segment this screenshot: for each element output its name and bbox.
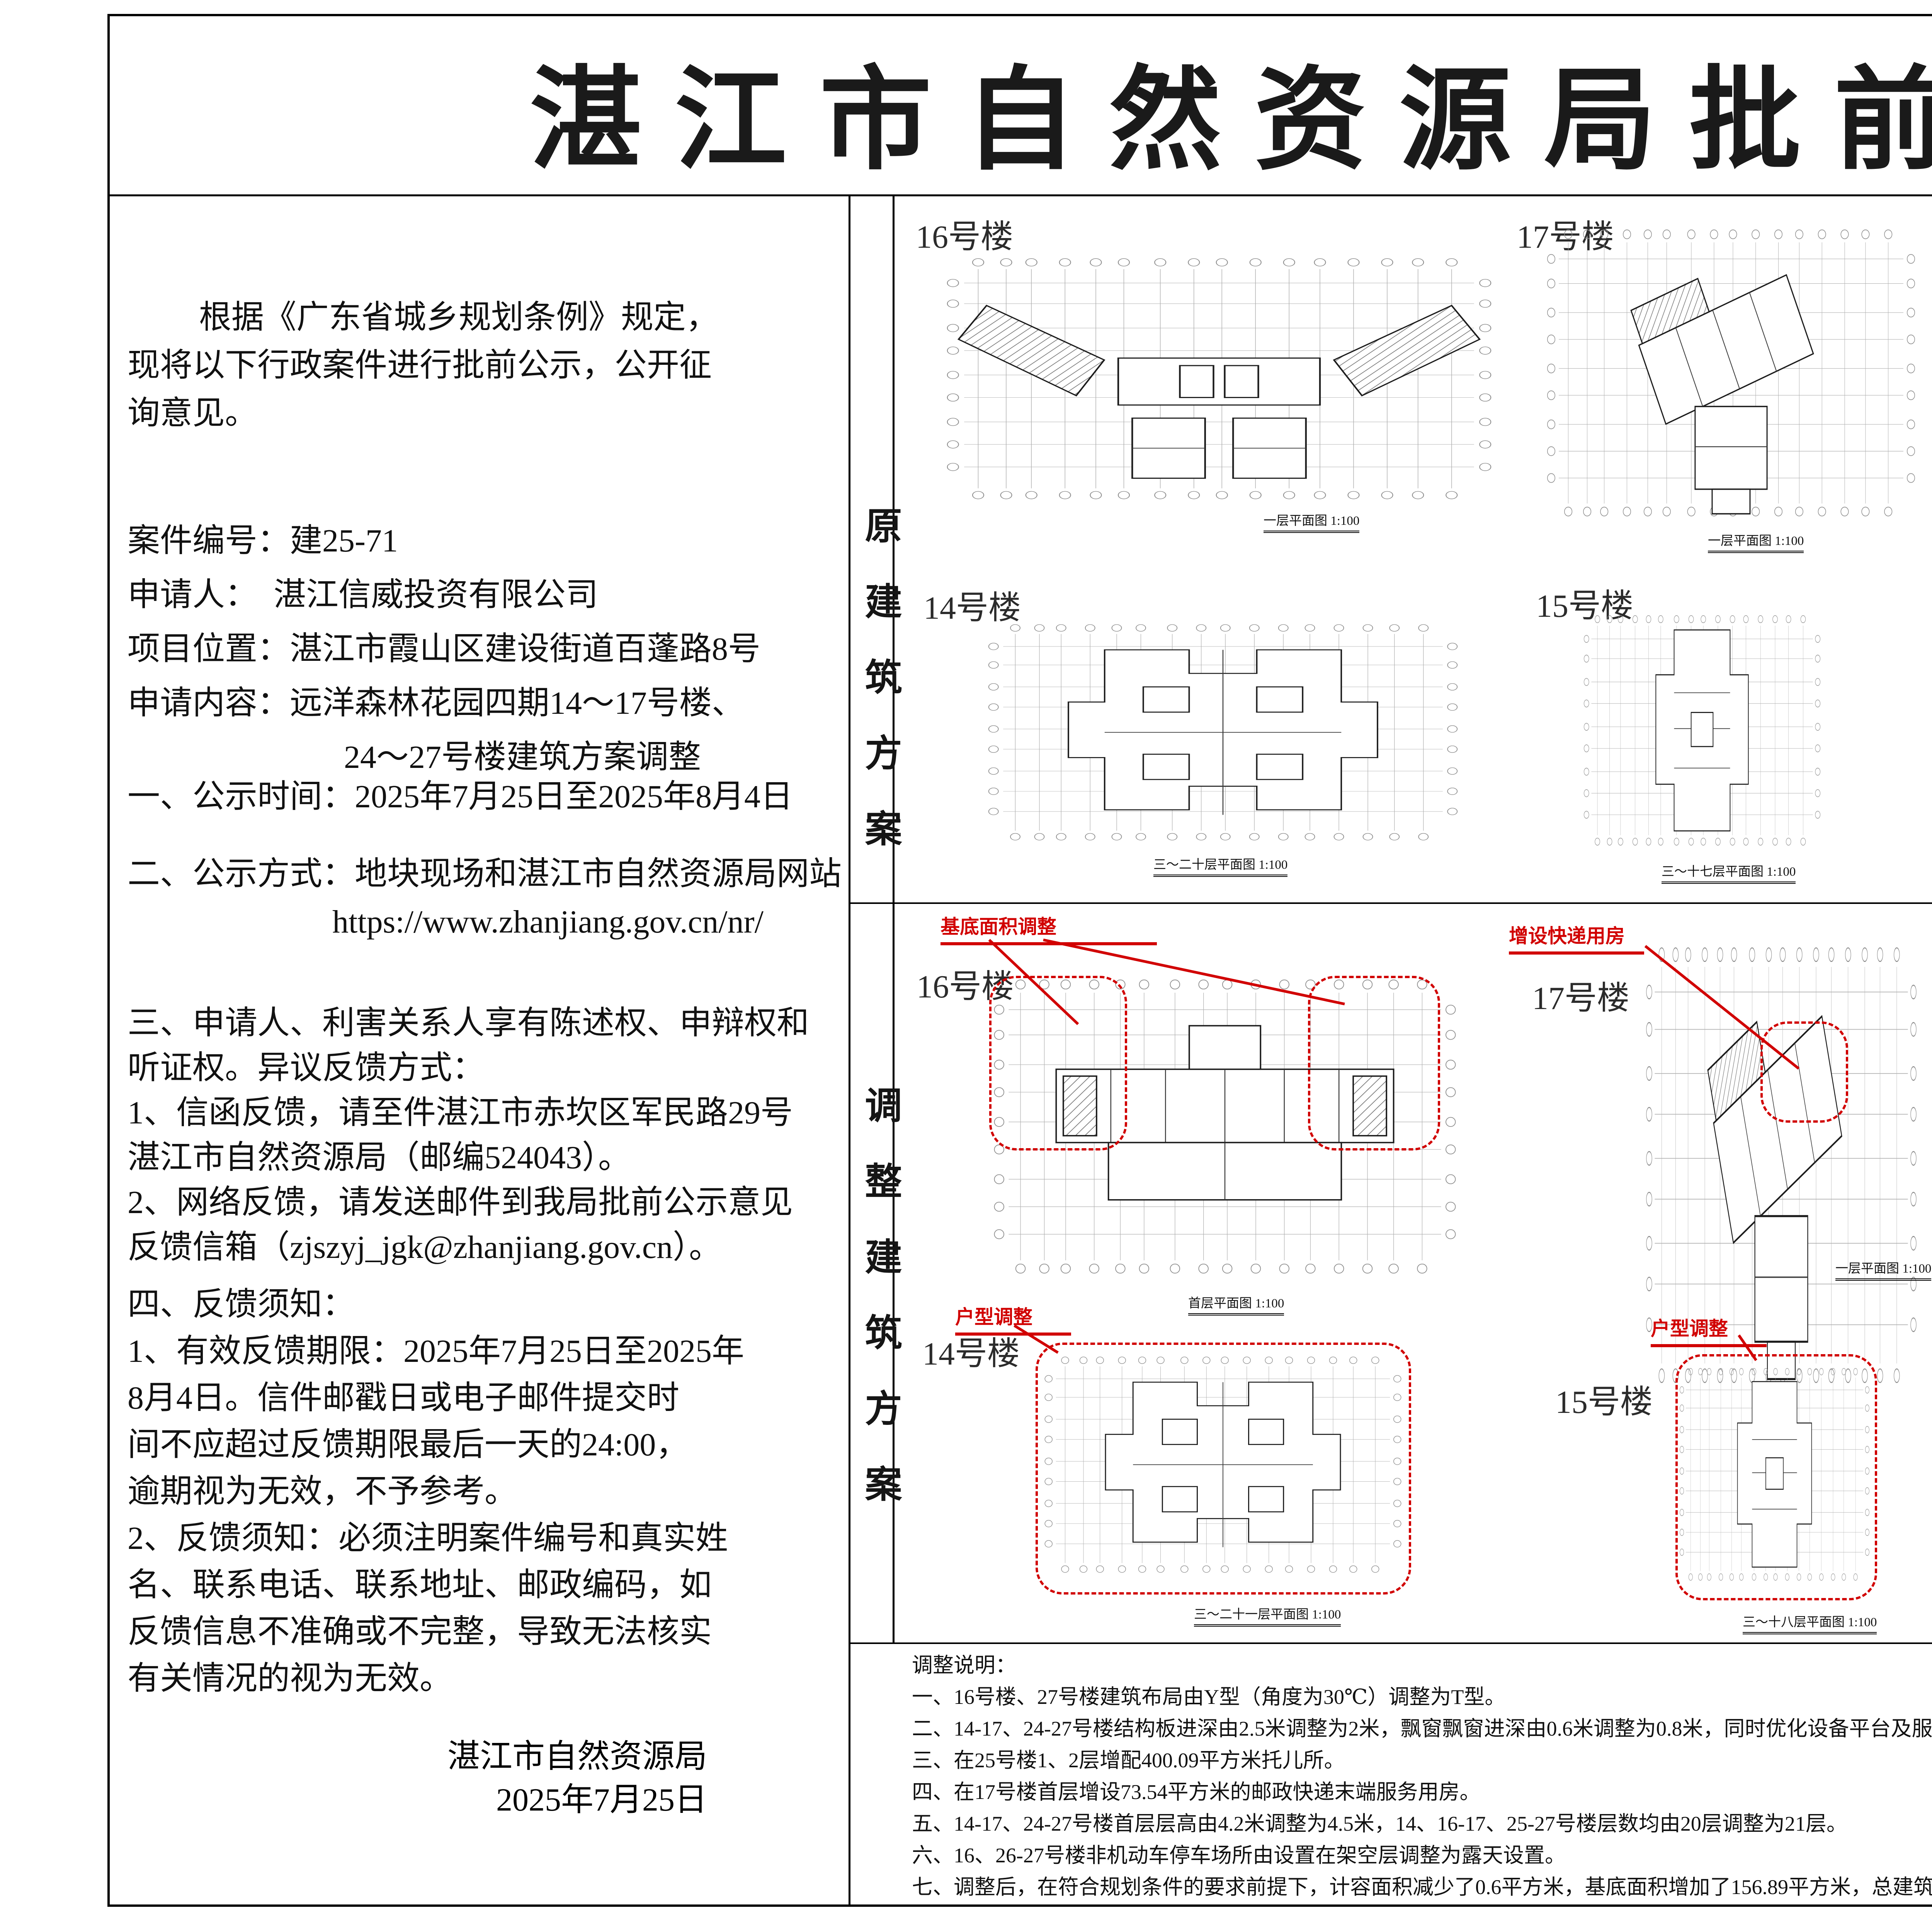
floor-plan-15-adjusted bbox=[1677, 1358, 1872, 1590]
adjustment-notes: 调整说明： 一、16号楼、27号楼建筑布局由Y型（角度为30℃）调整为T型。 二… bbox=[912, 1649, 1932, 1903]
revision-cloud-17 bbox=[1760, 1021, 1848, 1123]
notes-divider bbox=[849, 1642, 1932, 1644]
plan-label-17-adjusted: 17号楼 bbox=[1532, 980, 1630, 1016]
notes-item: 六、16、26-27号楼非机动车停车场所由设置在架空层调整为露天设置。 bbox=[912, 1844, 1566, 1867]
annotation-unit-adjust-14: 户型调整 bbox=[955, 1302, 1071, 1336]
feedback-notes-line: 逾期视为无效，不予参考。 bbox=[128, 1474, 517, 1510]
plan-caption-16-adjusted: 首层平面图 1:100 bbox=[1188, 1293, 1284, 1316]
publicity-period: 一、公示时间：2025年7月25日至2025年8月4日 bbox=[128, 779, 793, 815]
feedback-notes-line: 名、联系电话、联系地址、邮政编码，如 bbox=[128, 1567, 712, 1603]
floor-plan-15-original bbox=[1580, 605, 1824, 856]
plan-label-16-original: 16号楼 bbox=[916, 219, 1014, 255]
feedback-notes-line: 四、反馈须知： bbox=[128, 1287, 355, 1322]
notes-item: 二、14-17、24-27号楼结构板进深由2.5米调整为2米，飘窗飘窗进深由0.… bbox=[912, 1717, 1932, 1740]
notes-item: 一、16号楼、27号楼建筑布局由Y型（角度为30℃）调整为T型。 bbox=[912, 1685, 1506, 1709]
annotation-base-area-adjust: 基底面积调整 bbox=[940, 911, 1157, 945]
plan-label-15-adjusted: 15号楼 bbox=[1555, 1384, 1653, 1420]
plan-caption-14-original: 三～二十层平面图 1:100 bbox=[1153, 854, 1288, 877]
notice-intro-line: 现将以下行政案件进行批前公示，公开征 bbox=[128, 347, 712, 383]
rights-line: 听证权。异议反馈方式： bbox=[128, 1050, 485, 1086]
plan-label-15-original: 15号楼 bbox=[1536, 588, 1634, 624]
revision-cloud-16-left bbox=[989, 976, 1127, 1150]
notice-text-column: 根据《广东省城乡规划条例》规定， 现将以下行政案件进行批前公示，公开征 询意见。… bbox=[107, 194, 849, 1907]
section-label-adjusted: 调整建筑方案 bbox=[859, 1086, 901, 1540]
floor-plan-14-original bbox=[981, 614, 1464, 850]
notes-item: 四、在17号楼首层增设73.54平方米的邮政快递末端服务用房。 bbox=[912, 1780, 1481, 1804]
plan-caption-17-adjusted: 一层平面图 1:100 bbox=[1835, 1258, 1932, 1281]
section-label-divider bbox=[893, 194, 895, 1642]
issue-date: 2025年7月25日 bbox=[496, 1782, 707, 1818]
annotation-unit-adjust-15: 户型调整 bbox=[1651, 1313, 1767, 1347]
floor-plan-14-adjusted bbox=[1039, 1347, 1406, 1583]
notice-intro-line: 根据《广东省城乡规划条例》规定， bbox=[199, 300, 719, 335]
feedback-notes-line: 反馈信息不准确或不完整，导致无法核实 bbox=[128, 1614, 712, 1650]
publicity-url: https://www.zhanjiang.gov.cn/nr/ bbox=[332, 904, 764, 940]
notice-intro-line: 询意见。 bbox=[128, 395, 258, 431]
revision-cloud-15 bbox=[1675, 1354, 1877, 1600]
text-plans-divider bbox=[849, 194, 850, 1907]
plan-caption-15-adjusted: 三～十八层平面图 1:100 bbox=[1743, 1612, 1877, 1634]
notes-item: 三、在25号楼1、2层增配400.09平方米托儿所。 bbox=[912, 1749, 1345, 1772]
feedback-notes-line: 有关情况的视为无效。 bbox=[128, 1661, 452, 1697]
original-adjusted-divider bbox=[849, 902, 1932, 904]
case-number: 案件编号：建25-71 bbox=[128, 523, 398, 559]
floor-plan-17-original bbox=[1542, 216, 1920, 529]
plan-caption-16-original: 一层平面图 1:100 bbox=[1264, 510, 1360, 533]
section-label-original: 原建筑方案 bbox=[859, 506, 901, 885]
project-location: 项目位置：湛江市霞山区建设街道百蓬路8号 bbox=[128, 631, 761, 667]
rights-line: 三、申请人、利害关系人享有陈述权、申辩权和 bbox=[128, 1005, 810, 1041]
sheet-border bbox=[107, 14, 1932, 1907]
feedback-notes-line: 8月4日。信件邮戳日或电子邮件提交时 bbox=[128, 1380, 680, 1416]
revision-cloud-14 bbox=[1036, 1343, 1411, 1595]
applicant: 申请人： 湛江信威投资有限公司 bbox=[128, 577, 599, 613]
application-content: 申请内容：远洋森林花园四期14～17号楼、 bbox=[128, 685, 745, 721]
notes-item: 五、14-17、24-27号楼首层层高由4.2米调整为4.5米，14、16-17… bbox=[912, 1812, 1847, 1835]
publicity-method: 二、公示方式：地块现场和湛江市自然资源局网站 bbox=[128, 856, 842, 892]
notes-item: 七、调整后，在符合规划条件的要求前提下，计容面积减少了0.6平方米，基底面积增加… bbox=[912, 1875, 1932, 1899]
revision-cloud-16-right bbox=[1308, 976, 1440, 1150]
annotation-express-room: 增设快递用房 bbox=[1509, 921, 1644, 955]
plan-label-14-original: 14号楼 bbox=[923, 590, 1021, 626]
application-content-cont: 24～27号楼建筑方案调整 bbox=[344, 739, 701, 775]
feedback-email-line: 反馈信箱（zjszyj_jgk@zhanjiang.gov.cn）。 bbox=[128, 1229, 721, 1265]
issuer-name: 湛江市自然资源局 bbox=[447, 1739, 707, 1775]
floor-plan-16-original bbox=[939, 247, 1499, 510]
feedback-email-line: 2、网络反馈，请发送邮件到我局批前公示意见 bbox=[128, 1184, 793, 1220]
plan-caption-17-original: 一层平面图 1:100 bbox=[1708, 530, 1804, 553]
plan-label-14-adjusted: 14号楼 bbox=[922, 1336, 1020, 1372]
title-divider bbox=[107, 194, 1932, 196]
page-title: 湛江市自然资源局批前公示 bbox=[530, 58, 1932, 183]
notes-heading: 调整说明： bbox=[912, 1654, 1016, 1677]
feedback-mail-line: 1、信函反馈，请至件湛江市赤坎区军民路29号 bbox=[128, 1095, 793, 1131]
plan-caption-14-adjusted: 三～二十一层平面图 1:100 bbox=[1194, 1604, 1341, 1627]
feedback-notes-line: 间不应超过反馈期限最后一天的24:00， bbox=[128, 1427, 689, 1463]
feedback-notes-line: 1、有效反馈期限：2025年7月25日至2025年 bbox=[128, 1333, 745, 1369]
feedback-mail-line: 湛江市自然资源局（邮编524043）。 bbox=[128, 1140, 631, 1176]
feedback-notes-line: 2、反馈须知：必须注明案件编号和真实姓 bbox=[128, 1520, 728, 1556]
plan-caption-15-original: 三～十七层平面图 1:100 bbox=[1662, 861, 1796, 884]
